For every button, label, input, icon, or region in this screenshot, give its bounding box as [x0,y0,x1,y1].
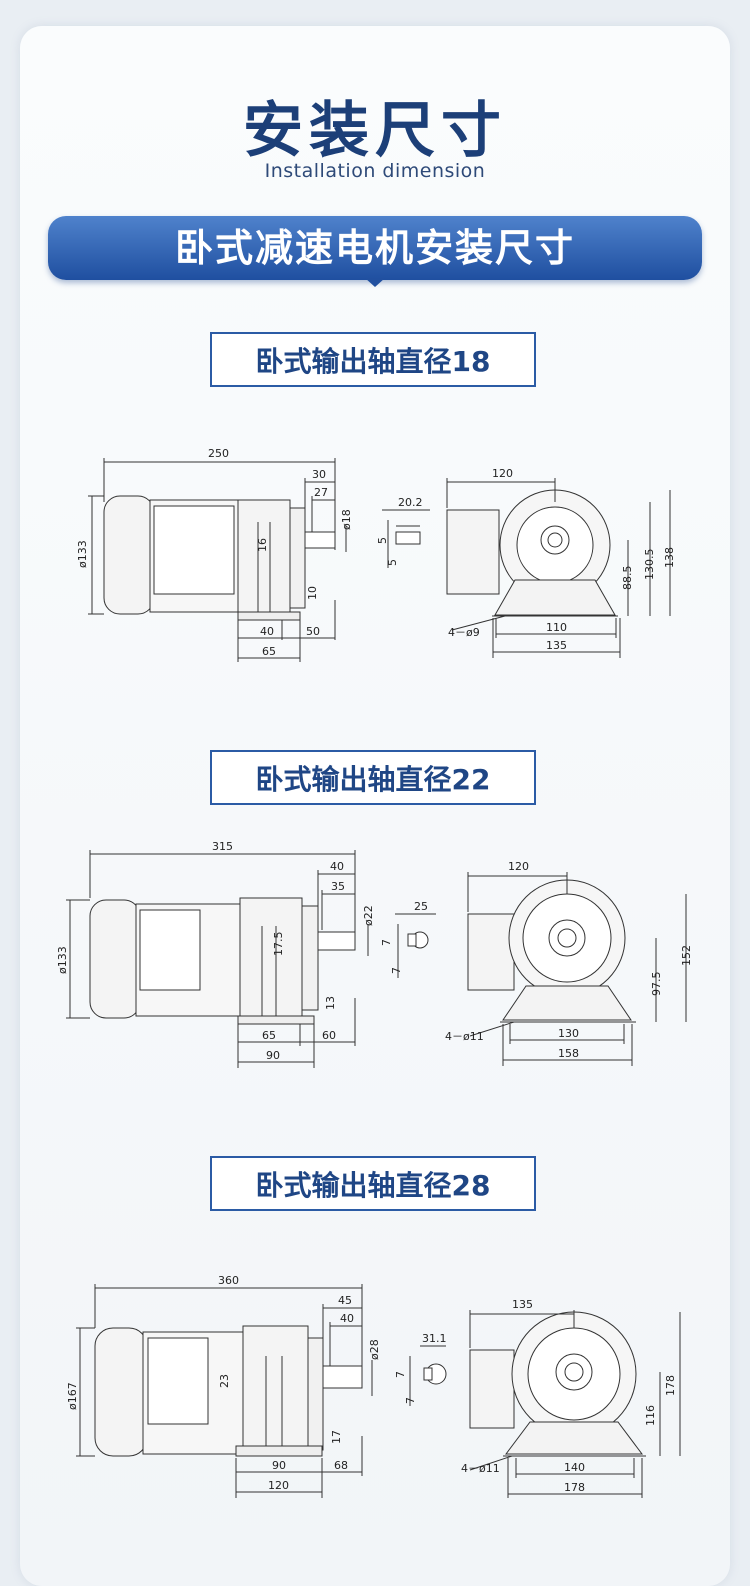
dim-key-width: 25 [414,900,428,913]
dim-width: 120 [508,860,529,873]
section-label-18: 卧式输出轴直径18 [210,332,536,387]
dim-center-offset: 17.5 [272,932,285,957]
dim-center-offset: 16 [256,538,269,552]
section-banner: 卧式减速电机安装尺寸 [48,216,702,280]
dim-foot-c: 65 [262,645,276,658]
dim-shaft-key: 40 [340,1312,354,1325]
dim-length: 315 [212,840,233,853]
dim-center-offset: 23 [218,1374,231,1388]
dim-base-width: 178 [564,1481,585,1494]
dim-height: 178 [664,1375,677,1396]
dim-motor-dia: ø133 [76,540,89,568]
dim-base-width: 158 [558,1047,579,1060]
section-label-22: 卧式输出轴直径22 [210,750,536,805]
drawing-shaft-18: 250 30 27 ø18 ø133 16 10 40 50 65 20.2 5… [76,447,676,662]
dim-foot-height: 17 [330,1430,343,1444]
dim-shaft-height: 116 [644,1405,657,1426]
dim-length: 360 [218,1274,239,1287]
dim-key-5b: 5 [386,559,399,566]
dim-length: 250 [208,447,229,460]
dim-shaft-total: 45 [338,1294,352,1307]
dim-key-7b: 7 [404,1397,417,1404]
dim-shaft-dia: ø18 [340,509,353,530]
dim-shaft-dia: ø22 [362,905,375,926]
dim-key-5a: 5 [376,537,389,544]
dim-key-width: 20.2 [398,496,423,509]
dim-height-b: 138 [663,547,676,568]
drawing-shaft-28: 360 45 40 ø28 ø167 23 17 90 68 120 31.1 … [66,1274,681,1498]
dim-foot-c: 120 [268,1479,289,1492]
dim-shaft-height: 88.5 [621,566,634,591]
dim-motor-dia: ø133 [56,946,69,974]
section-label-28: 卧式输出轴直径28 [210,1156,536,1211]
dim-hole-span: 140 [564,1461,585,1474]
dim-width: 120 [492,467,513,480]
dim-holes: 4－ø11 [461,1462,500,1475]
dim-foot-b: 50 [306,625,320,638]
dim-hole-span: 110 [546,621,567,634]
dim-key-7a: 7 [380,939,393,946]
page-subtitle: Installation dimension [264,160,486,182]
dim-key-7a: 7 [394,1371,407,1378]
dim-shaft-dia: ø28 [368,1339,381,1360]
dim-foot-a: 40 [260,625,274,638]
dim-foot-b: 68 [334,1459,348,1472]
dim-foot-b: 60 [322,1029,336,1042]
dim-shaft-height: 97.5 [650,972,663,997]
dim-shaft-key: 27 [314,486,328,499]
page-title: 安装尺寸 [243,96,507,166]
dim-holes: 4－ø11 [445,1030,484,1043]
dim-key-7b: 7 [390,967,403,974]
drawing-shaft-22: 315 40 35 ø22 ø133 17.5 13 65 60 90 25 7… [56,840,693,1068]
dim-base-width: 135 [546,639,567,652]
dim-foot-c: 90 [266,1049,280,1062]
dim-height-a: 130.5 [643,549,656,581]
banner-pointer [365,278,385,287]
dim-key-width: 31.1 [422,1332,447,1345]
dim-shaft-total: 30 [312,468,326,481]
dim-foot-height: 10 [306,586,319,600]
dim-holes: 4－ø9 [448,626,480,639]
dim-foot-a: 90 [272,1459,286,1472]
dim-foot-a: 65 [262,1029,276,1042]
dim-height: 152 [680,945,693,966]
dim-shaft-key: 35 [331,880,345,893]
dim-width: 135 [512,1298,533,1311]
dim-hole-span: 130 [558,1027,579,1040]
dim-foot-height: 13 [324,996,337,1010]
dim-shaft-total: 40 [330,860,344,873]
dim-motor-dia: ø167 [66,1382,79,1410]
